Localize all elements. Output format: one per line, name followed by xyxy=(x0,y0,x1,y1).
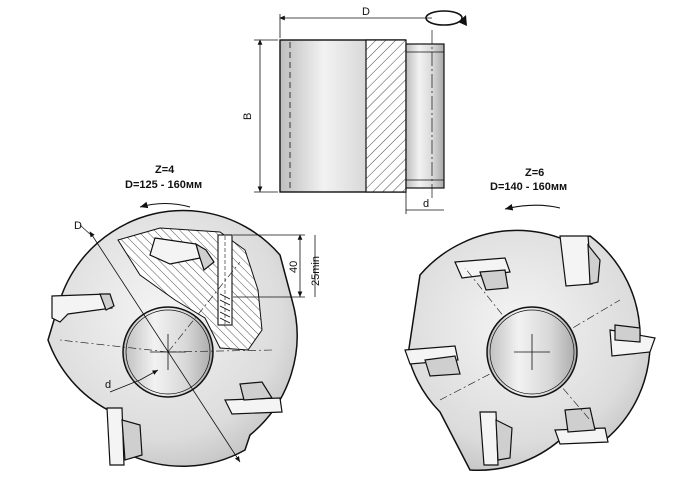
direction-arrow-icon-right xyxy=(504,204,561,211)
cutter-left-dim-diameter: D xyxy=(74,220,82,232)
dim-diameter-label: D xyxy=(362,6,370,18)
dim-bore-label: d xyxy=(423,198,429,210)
cutter-left: Z=4 D=125 - 160мм D xyxy=(47,164,322,468)
dim-width-label: B xyxy=(242,113,254,120)
side-view: D B d xyxy=(242,6,467,214)
cutter-left-dim-bore: d xyxy=(105,379,111,391)
rotation-arrow-icon xyxy=(425,10,467,26)
cutter-left-teeth: Z=4 xyxy=(155,164,175,176)
cutter-left-dim-depth: 40 xyxy=(288,261,300,273)
cutter-left-dim-min: 25min xyxy=(310,256,322,286)
cutter-right: Z=6 D=140 - 160мм xyxy=(404,167,656,472)
cutter-right-diameter-range: D=140 - 160мм xyxy=(490,181,567,193)
direction-arrow-icon xyxy=(139,201,191,209)
cutter-left-diameter-range: D=125 - 160мм xyxy=(125,179,202,191)
cutter-right-teeth: Z=6 xyxy=(525,167,544,179)
